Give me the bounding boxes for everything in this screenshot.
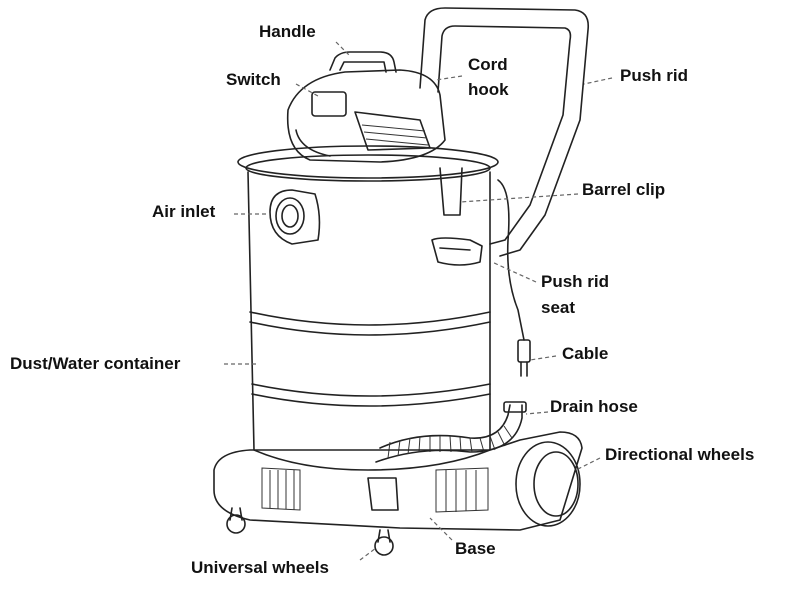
label-cable: Cable — [562, 344, 609, 363]
label-switch: Switch — [226, 70, 281, 89]
label-directional-wheels: Directional wheels — [605, 445, 755, 464]
label-push-rid-seat-line2: seat — [541, 298, 576, 317]
label-push-rid-seat-line1: Push rid — [541, 272, 610, 291]
label-cord-hook-line1: Cord — [468, 55, 508, 74]
leader-lines — [224, 41, 613, 561]
push-rod-shape — [419, 7, 590, 257]
air-inlet-shape — [269, 189, 321, 245]
label-push-rid: Push rid — [620, 66, 689, 85]
label-barrel-clip: Barrel clip — [582, 180, 666, 199]
wheels-shape — [226, 441, 581, 556]
label-air-inlet: Air inlet — [152, 202, 216, 221]
label-drain-hose: Drain hose — [550, 397, 638, 416]
motor-head-shape — [286, 51, 446, 163]
label-cord-hook-line2: hook — [468, 80, 509, 99]
drain-hose-shape — [375, 401, 527, 463]
base-shape — [213, 431, 583, 531]
label-universal-wheels: Universal wheels — [191, 558, 329, 577]
label-base: Base — [455, 539, 496, 558]
label-handle: Handle — [259, 22, 316, 41]
label-dust-water-container: Dust/Water container — [10, 354, 181, 373]
cable-shape — [497, 179, 531, 377]
barrel-shape — [237, 145, 499, 471]
